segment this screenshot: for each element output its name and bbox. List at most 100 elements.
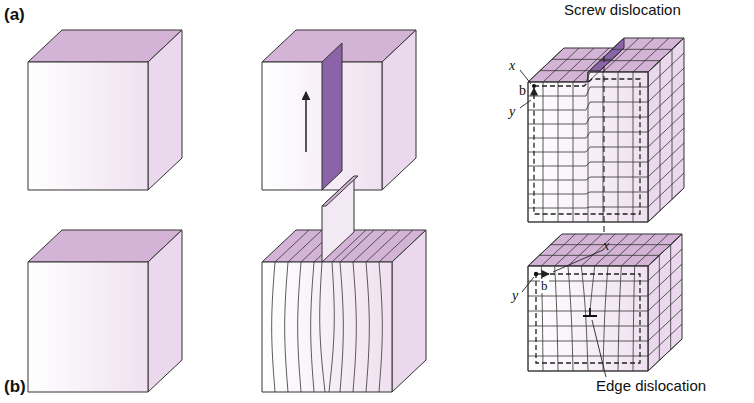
grid-line [648, 83, 684, 117]
grid-line [672, 49, 673, 199]
grid-line [648, 234, 682, 266]
grid-line [541, 234, 575, 266]
lattice-grid [528, 38, 684, 222]
cube-side [648, 38, 684, 222]
grid-line [648, 249, 682, 281]
grid-line [568, 266, 573, 371]
grid-line [648, 279, 682, 311]
slab-line [379, 230, 413, 262]
grid-line [648, 68, 684, 102]
grid-line [551, 244, 671, 245]
slab-line [340, 262, 343, 392]
slab-line [329, 262, 334, 392]
half-plane-edge [322, 176, 358, 206]
point-label: x [509, 58, 515, 73]
slab-line [366, 262, 369, 392]
cube-front [28, 62, 148, 190]
grid-line [581, 234, 615, 266]
panel-letter: (a) [4, 6, 25, 25]
grid-line [612, 49, 672, 50]
grid-line [528, 82, 529, 222]
grid-line [540, 70, 600, 71]
cube-front [528, 266, 648, 371]
burgers-circuit [534, 79, 640, 214]
grid-line [648, 53, 684, 87]
point-label: x [603, 238, 609, 253]
grid-line [528, 311, 648, 312]
grid-line [648, 38, 684, 72]
grid-line [648, 264, 682, 296]
cube-side [148, 30, 182, 190]
leader-line [592, 320, 606, 377]
grid-line [618, 38, 654, 72]
grid-line [528, 326, 648, 327]
edge-cube [528, 234, 682, 371]
grid-line [595, 234, 629, 266]
slab-cube [262, 230, 426, 392]
grid-line [633, 72, 634, 222]
shear-arrow [305, 92, 307, 152]
grid-line [603, 72, 604, 222]
vector-label: b [540, 279, 549, 293]
grid-line [558, 48, 594, 82]
slab-line [275, 230, 309, 262]
leader-line [520, 70, 531, 84]
grid-line [621, 234, 655, 266]
grid-line [555, 266, 558, 371]
grid-line [543, 48, 579, 82]
grid-line [670, 245, 671, 350]
grid-line [633, 266, 635, 371]
grid-line [648, 173, 684, 207]
grid-line [648, 128, 684, 162]
grid-line [528, 48, 564, 82]
leader-line [520, 100, 531, 108]
grid-line [528, 341, 648, 342]
vector-label: b [519, 83, 526, 98]
slab-line [285, 262, 288, 392]
point-label: y [512, 288, 518, 303]
grid-line [603, 266, 608, 371]
grid-line [581, 266, 588, 371]
grid-line [588, 72, 589, 222]
grid-line [608, 234, 642, 266]
inserted-plane [322, 176, 358, 262]
point-dot [534, 272, 538, 276]
leader-line [522, 277, 534, 292]
grid-line [635, 234, 669, 266]
grid-line [648, 324, 682, 356]
cube-front [528, 72, 648, 222]
grid-line [648, 309, 682, 341]
slab-line [320, 262, 325, 392]
slab-line [272, 262, 275, 392]
grid-line [648, 188, 684, 222]
burgers-vector [533, 88, 534, 99]
grid-line [552, 59, 612, 60]
grid-line [588, 48, 624, 82]
grid-line [528, 356, 648, 357]
cut-plane [322, 43, 342, 190]
grid-line [543, 82, 544, 222]
burgers-circuit [536, 274, 640, 363]
slab-line [311, 262, 314, 392]
cube-front [262, 262, 392, 392]
grid-line [648, 72, 649, 222]
figure-title: Edge dislocation [596, 378, 706, 395]
screw-cube [528, 38, 684, 222]
grid-line [539, 255, 659, 256]
grid-line [648, 98, 684, 132]
grid-line [648, 294, 682, 326]
grid-line [528, 234, 562, 266]
grid-line [648, 143, 684, 177]
grid-line [648, 339, 682, 371]
dislocation-line [603, 56, 604, 238]
burgers-vector [537, 273, 549, 274]
grid-line [568, 234, 602, 266]
edge-marks [522, 250, 640, 377]
cut-cube [262, 30, 416, 190]
grid-line [528, 266, 648, 267]
slab-lines [272, 230, 413, 392]
grid-line [648, 158, 684, 192]
figure-title: Screw dislocation [564, 2, 681, 19]
plain-cube [28, 230, 182, 392]
